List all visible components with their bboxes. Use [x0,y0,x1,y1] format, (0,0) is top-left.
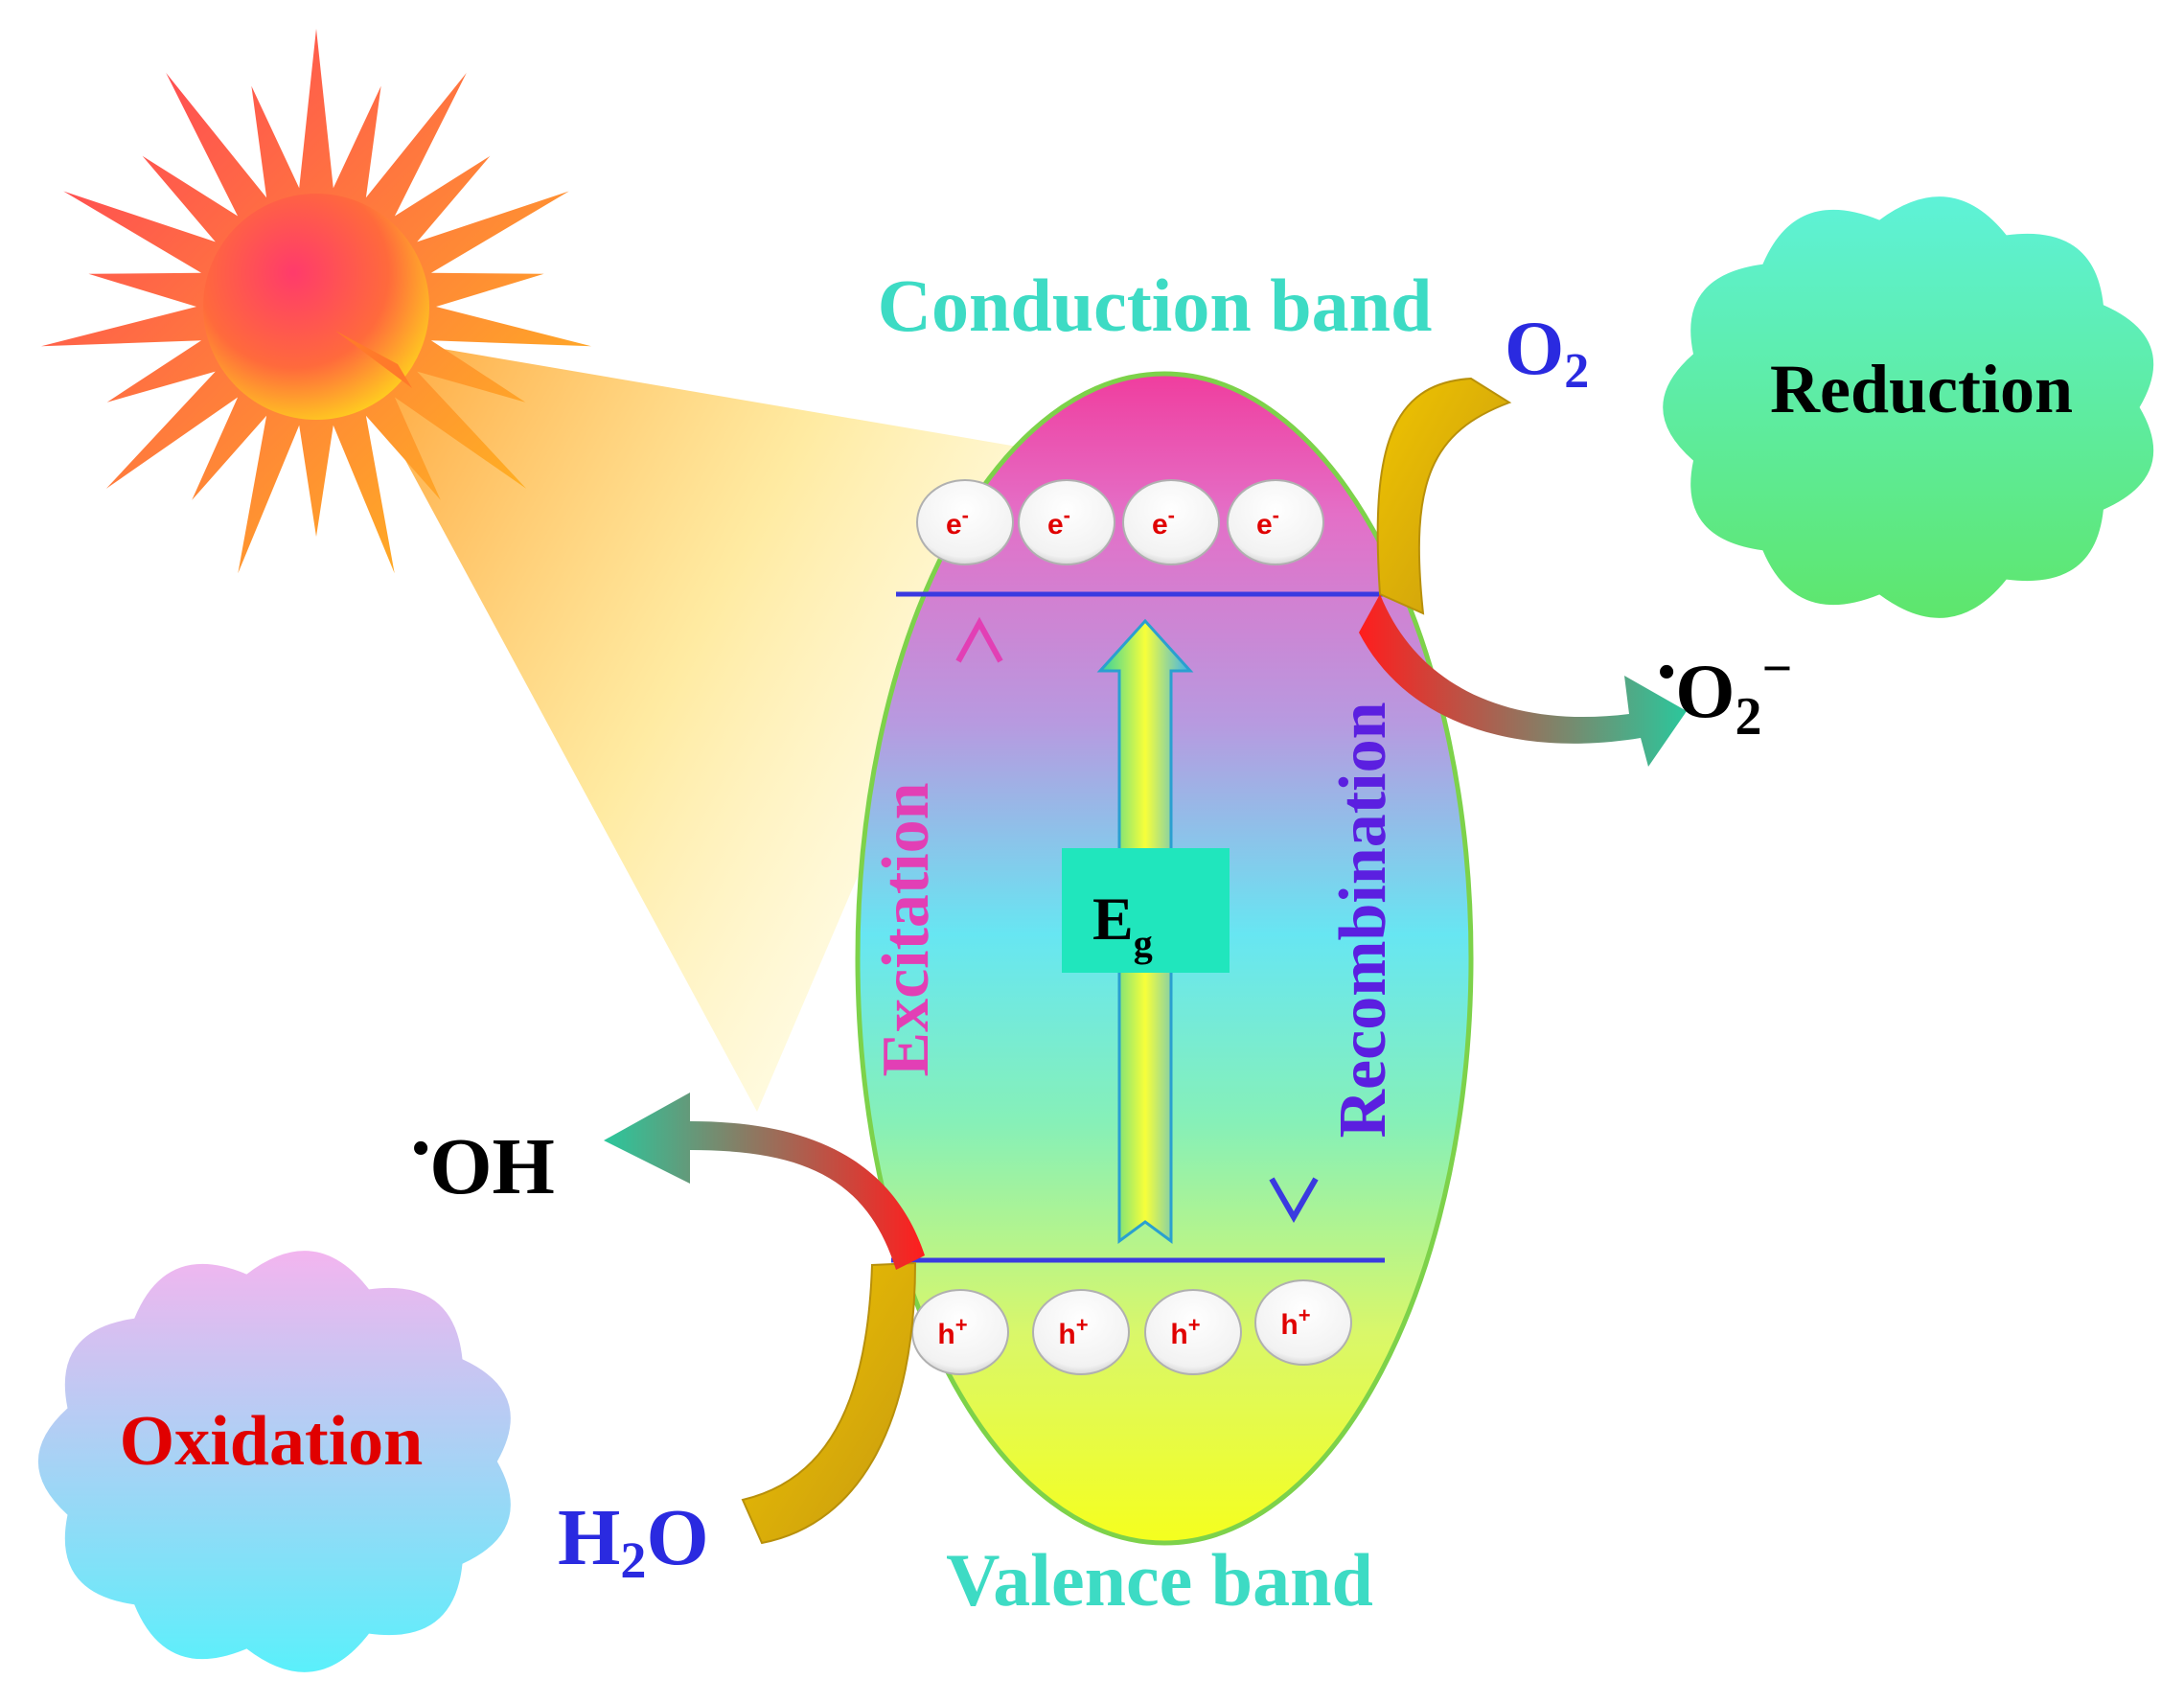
excitation-arrow [955,616,1003,1246]
excitation-label: Excitation [869,782,943,1076]
o2-label: O2 [1505,307,1589,399]
oxidation-cloud [37,1251,511,1672]
conduction-band-label: Conduction band [878,264,1433,347]
electron-icon: e- [1227,479,1324,565]
electron-row: e-e-e-e- [916,479,1324,565]
band-gap-arrow [1062,618,1230,1244]
hole-icon: h+ [911,1289,1009,1375]
recombination-label: Recombination [1326,702,1400,1139]
reduction-cloud [1663,196,2154,618]
hole-row: h+h+h+h+ [911,1279,1352,1375]
oxidation-label: Oxidation [120,1402,424,1481]
hydroxyl-output-arrow [604,1093,925,1270]
sun-icon [41,29,591,574]
valence-band-label: Valence band [946,1538,1373,1622]
recombination-arrow [1269,613,1319,1224]
svg-text:h+: h+ [1058,1313,1088,1350]
hole-icon: h+ [1144,1289,1242,1375]
o2-input-arrow [1376,377,1512,615]
reduction-label: Reduction [1770,351,2073,427]
light-beam [335,331,1040,1112]
hydroxyl-label: •OH [412,1121,555,1211]
electron-icon: e- [916,479,1014,565]
superoxide-label: •O2− [1658,639,1792,747]
hole-icon: h+ [1254,1279,1352,1366]
h2o-input-arrow [741,1261,917,1545]
hole-icon: h+ [1032,1289,1130,1375]
superoxide-output-arrow [1359,594,1687,767]
electron-icon: e- [1122,479,1220,565]
band-gap-label: Eg [1092,885,1153,965]
h2o-label: H2O [558,1493,709,1589]
electron-icon: e- [1018,479,1115,565]
